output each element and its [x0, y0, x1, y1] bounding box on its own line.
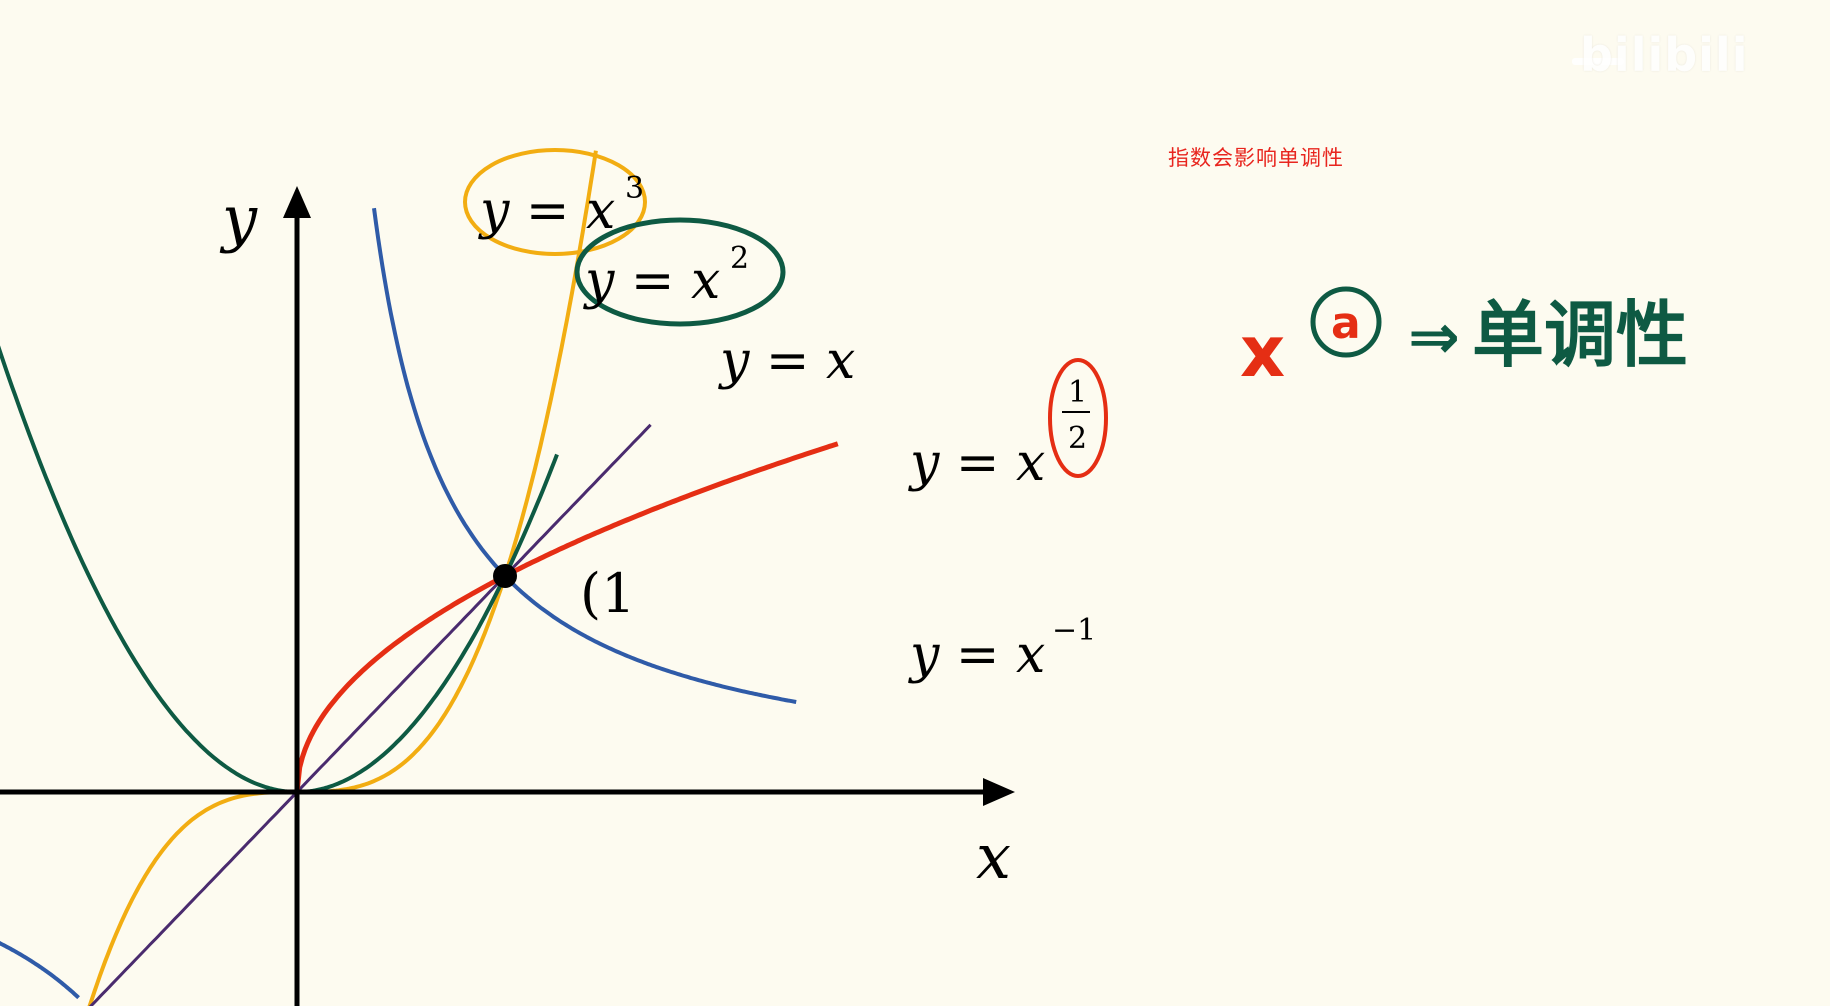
note-conclusion: 单调性 [1472, 293, 1688, 377]
curve-cubic [87, 150, 598, 1006]
label-cubic-exp: 3 [625, 171, 644, 206]
bilibili-watermark: bilibili [1580, 28, 1749, 82]
note-base-x: x [1240, 311, 1285, 393]
curve-square [0, 345, 559, 794]
curve-sqrt [294, 441, 839, 793]
label-square-exp: 2 [730, 241, 749, 276]
label-inverse: y = x −1 [908, 613, 1096, 685]
label-sqrt-exp-num: 1 [1068, 375, 1087, 410]
circle-square [574, 217, 786, 327]
label-square: y = x 2 [574, 217, 786, 327]
label-sqrt: y = x 1 2 [908, 358, 1108, 493]
curve-inverse-negative-branch [0, 940, 80, 1000]
note-exponent-circle [1310, 286, 1382, 358]
x-axis-label: x [976, 820, 1011, 893]
label-inverse-exp: −1 [1052, 613, 1096, 648]
label-sqrt-exp-den: 2 [1068, 421, 1087, 456]
curve-inverse [372, 207, 797, 704]
label-cubic-base: y = x [478, 181, 615, 241]
label-linear: y = x [718, 331, 855, 391]
label-linear-base: y = x [718, 331, 855, 391]
x-axis-arrow-icon [983, 778, 1015, 806]
label-inverse-base: y = x [908, 625, 1045, 685]
point-label: (1 [580, 562, 635, 625]
label-cubic: y = x 3 [463, 148, 647, 256]
y-axis-arrow-icon [283, 186, 311, 218]
label-sqrt-base: y = x [908, 433, 1045, 493]
handwritten-note: x a ⇒ 单调性 [1240, 286, 1688, 393]
y-axis-label: y [219, 182, 258, 255]
circle-cubic [463, 148, 647, 256]
watermark-dash [1572, 58, 1624, 65]
note-exponent: a [1331, 298, 1361, 349]
circle-sqrt [1048, 358, 1108, 478]
curve-linear [88, 423, 652, 1006]
label-square-base: y = x [583, 251, 720, 311]
annotation-text: 指数会影响单调性 [1168, 146, 1344, 170]
axes [0, 186, 1015, 1006]
marked-point [493, 564, 517, 588]
note-arrow: ⇒ [1408, 300, 1460, 373]
